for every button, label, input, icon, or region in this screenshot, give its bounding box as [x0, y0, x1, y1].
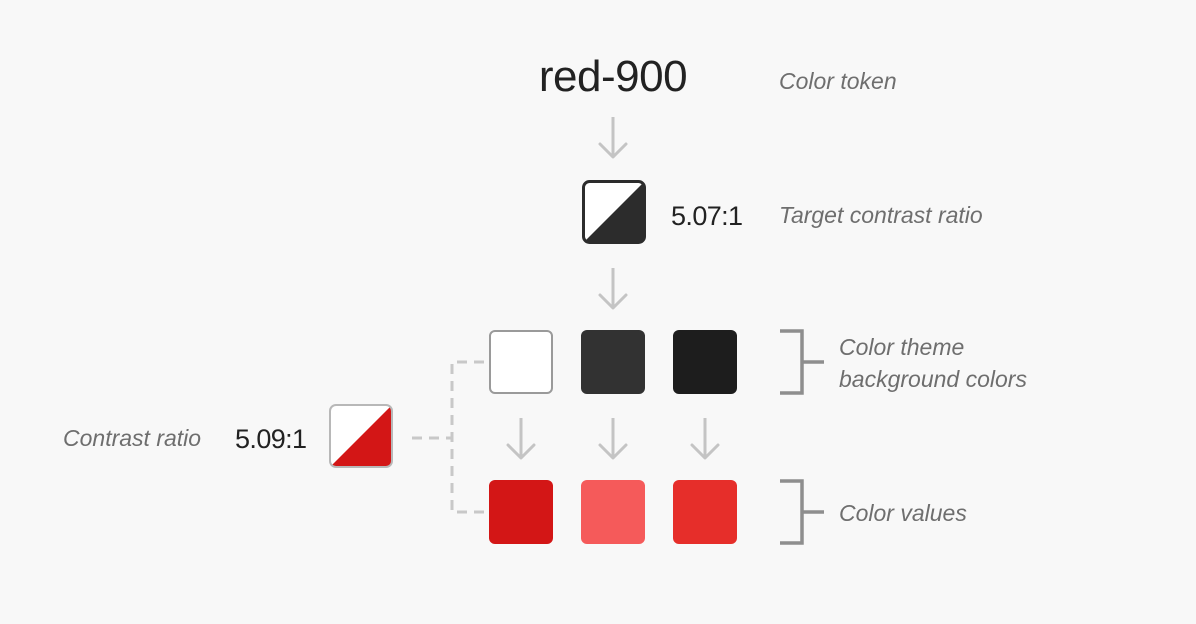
token-name: red-900: [538, 52, 688, 101]
background-swatch-dark: [581, 330, 645, 394]
contrast-ratio: 5.09:1: [235, 424, 307, 454]
values-caption: Color values: [839, 500, 967, 526]
target-caption: Target contrast ratio: [779, 202, 983, 228]
backgrounds-caption-line1: Color theme: [839, 334, 965, 360]
arrow-down-icon: [690, 416, 720, 460]
background-swatch-darkest: [673, 330, 737, 394]
dashed-connector: [412, 360, 484, 514]
target-contrast-swatch: [582, 180, 646, 244]
backgrounds-caption-line2: background colors: [839, 366, 1027, 392]
token-caption: Color token: [779, 68, 897, 94]
bracket-icon: [780, 329, 824, 395]
contrast-swatch: [329, 404, 393, 468]
bracket-icon: [780, 479, 824, 545]
color-value-swatch-light: [489, 480, 553, 544]
color-token: red-900: [0, 52, 1196, 112]
backgrounds-caption: Color theme background colors: [839, 331, 1027, 395]
color-value-swatch-darkest: [673, 480, 737, 544]
arrow-down-icon: [506, 416, 536, 460]
arrow-down-icon: [598, 115, 628, 159]
arrow-down-icon: [598, 416, 628, 460]
color-value-swatch-dark: [581, 480, 645, 544]
background-swatch-light: [489, 330, 553, 394]
target-ratio: 5.07:1: [671, 201, 743, 231]
arrow-down-icon: [598, 266, 628, 310]
contrast-caption: Contrast ratio: [63, 425, 202, 451]
